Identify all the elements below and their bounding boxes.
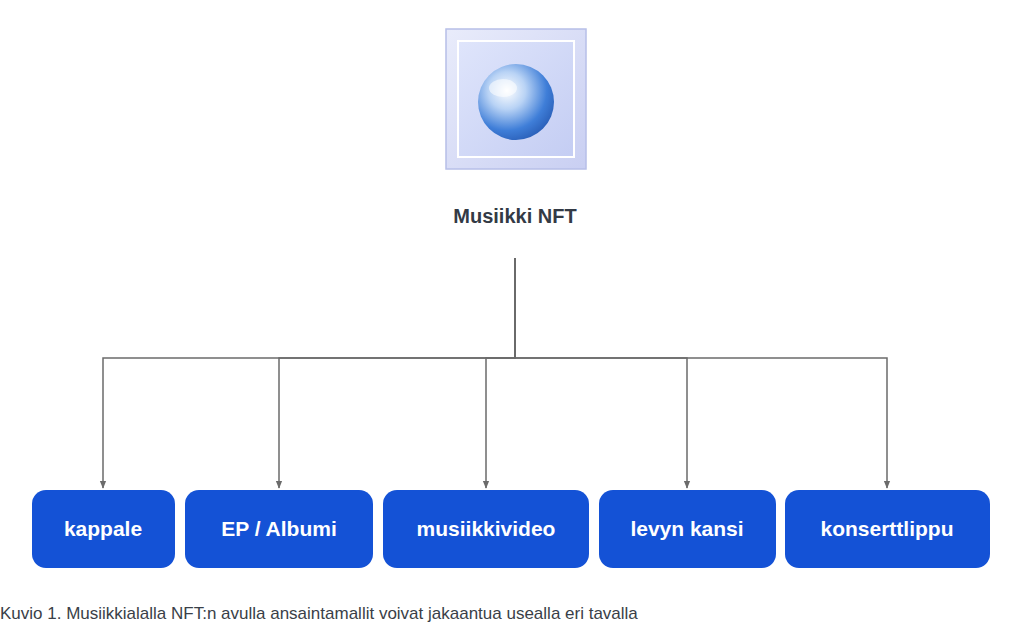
- branch-arrow: [515, 258, 687, 488]
- category-pill: EP / Albumi: [185, 490, 373, 568]
- node-label: levyn kansi: [630, 517, 743, 541]
- branch-arrow: [515, 258, 887, 488]
- branch-arrow: [279, 258, 515, 488]
- root-node: Musiikki NFT: [400, 28, 630, 228]
- branch-arrow: [103, 258, 515, 488]
- category-pill: konserttlippu: [785, 490, 990, 568]
- node-label: Musiikki NFT: [453, 205, 576, 228]
- figure-caption: Kuvio 1. Musiikkialalla NFT:n avulla ans…: [0, 604, 638, 624]
- category-pill: kappale: [32, 490, 175, 568]
- node-label: musiikkivideo: [417, 517, 556, 541]
- branch-arrow: [486, 258, 515, 488]
- category-pill: musiikkivideo: [383, 490, 589, 568]
- nft-icon: [445, 28, 587, 170]
- node-label: kappale: [64, 517, 142, 541]
- node-label: EP / Albumi: [221, 517, 337, 541]
- node-label: konserttlippu: [820, 517, 953, 541]
- category-pill: levyn kansi: [599, 490, 776, 568]
